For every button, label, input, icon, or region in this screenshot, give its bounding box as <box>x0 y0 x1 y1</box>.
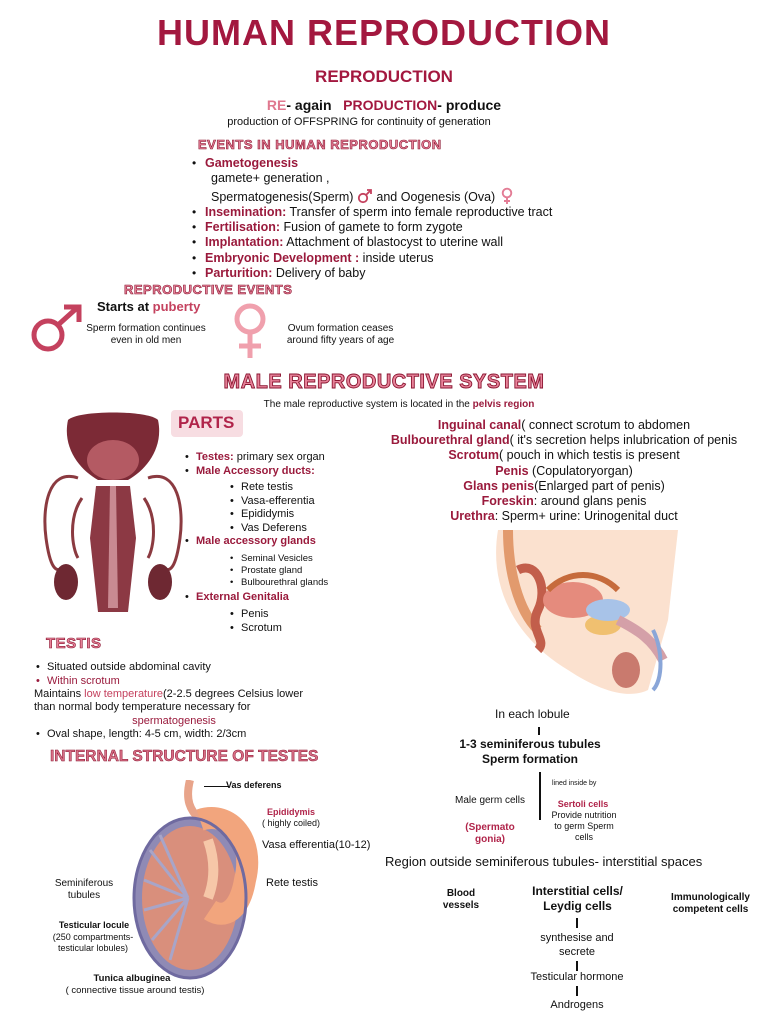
locule-note: (250 compartments- testicular lobules) <box>52 932 134 953</box>
definition-row: Urethra: Sperm+ urine: Urinogenital duct <box>450 509 678 524</box>
duct-item: Vasa-efferentia <box>228 495 373 509</box>
male-symbol-icon <box>357 188 372 203</box>
page-title: HUMAN REPRODUCTION <box>157 12 611 53</box>
locule-label: Testicular locule <box>58 920 130 930</box>
production-meaning: - produce <box>437 97 502 113</box>
genitalia-item: External Genitalia <box>183 591 373 605</box>
arrow-down-icon <box>576 961 578 971</box>
parts-label-bg <box>171 410 243 437</box>
sperm-formation: Sperm formation <box>481 752 578 766</box>
definition-row: Penis (Copulatoryorgan) <box>495 463 633 478</box>
tubules-count: 1-3 seminiferous tubules <box>459 737 601 751</box>
reproduction-heading: REPRODUCTION <box>315 67 453 86</box>
event-item: Implantation: Attachment of blastocyst t… <box>192 235 662 251</box>
arrow-down-icon <box>576 918 578 928</box>
testis-internal-diagram <box>132 780 259 980</box>
sertoli-cells: Sertoli cells <box>557 799 609 809</box>
event-item: Parturition: Delivery of baby <box>192 266 662 282</box>
testis-item: Within scrotum <box>34 675 354 689</box>
internal-structure-heading: INTERNAL STRUCTURE OF TESTES <box>50 748 319 766</box>
female-note: Ovum formation ceases around fifty years… <box>286 323 395 346</box>
reproduction-meaning: RE- again PRODUCTION- produce <box>0 97 768 113</box>
male-note: Sperm formation continues even in old me… <box>86 323 206 346</box>
male-anatomy-front-diagram <box>43 412 183 612</box>
seminiferous-label: Seminiferous tubules <box>54 878 114 901</box>
sertoli-note: Provide nutrition to germ Sperm cells <box>551 810 617 842</box>
vas-deferens-line <box>204 786 229 787</box>
in-each-lobule: In each lobule <box>495 707 570 721</box>
epididymis-label: Epididymis <box>267 807 316 817</box>
male-definitions: Inguinal canal( connect scrotum to abdom… <box>360 418 768 524</box>
synthesise-secrete: synthesise and secrete <box>540 932 614 958</box>
female-symbol-icon <box>234 303 266 358</box>
starts-at-puberty: Starts at puberty <box>97 299 201 314</box>
spermatogonia-label: (Spermato gonia) <box>465 822 515 845</box>
testis-item: Oval shape, length: 4-5 cm, width: 2/3cm <box>34 728 354 742</box>
male-system-location: The male reproductive system is located … <box>263 399 535 410</box>
epididymis-note: ( highly coiled) <box>262 818 321 828</box>
gland-item: Seminal Vesicles <box>228 553 373 565</box>
testis-details: Situated outside abdominal cavity Within… <box>34 661 354 741</box>
lobule-vertical-line <box>539 772 541 820</box>
event-item: Insemination: Transfer of sperm into fem… <box>192 205 662 221</box>
male-symbol-icon <box>31 304 82 352</box>
genitalia-sub-item: Scrotum <box>228 622 373 636</box>
reproduction-definition: production of OFFSPRING for continuity o… <box>227 116 491 128</box>
duct-item: Vas Deferens <box>228 522 373 536</box>
male-anatomy-side-diagram <box>496 530 678 694</box>
event-item: Fertilisation: Fusion of gamete to form … <box>192 220 662 236</box>
gland-item: Bulbourethral glands <box>228 577 373 589</box>
testes-item: Testes: primary sex organ <box>183 451 373 465</box>
vasa-efferentia-label: Vasa efferentia(10-12) <box>262 839 371 851</box>
testis-temp: Maintains low temperature(2-2.5 degrees … <box>34 688 304 700</box>
blood-vessels: Blood vessels <box>442 888 480 911</box>
events-heading: EVENTS IN HUMAN REPRODUCTION <box>198 137 442 153</box>
re-meaning: - again <box>286 97 332 113</box>
event-item: Embryonic Development : inside uterus <box>192 251 662 267</box>
albuginea-note: ( connective tissue around testis) <box>65 985 205 996</box>
parts-list: Testes: primary sex organ Male Accessory… <box>183 451 373 635</box>
events-list: Gametogenesis gamete+ generation , Sperm… <box>192 156 662 282</box>
definition-row: Bulbourethral gland( it's secretion help… <box>390 433 738 448</box>
duct-item: Rete testis <box>228 481 373 495</box>
albuginea-label: Tunica albuginea <box>93 973 171 984</box>
male-system-heading: MALE REPRODUCTIVE SYSTEM <box>223 371 545 394</box>
testis-temp-line2: than normal body temperature necessary f… <box>34 701 251 714</box>
gamete-line: gamete+ generation , <box>211 171 330 186</box>
arrow-down-icon <box>538 727 540 735</box>
testis-heading: TESTIS <box>46 635 102 653</box>
immuno-cells: Immunologically competent cells <box>671 892 750 915</box>
testis-spermatogenesis: spermatogenesis <box>132 714 216 727</box>
testis-item: Situated outside abdominal cavity <box>34 661 354 675</box>
re-prefix: RE <box>266 97 287 113</box>
gametogenesis-types: Spermatogenesis(Sperm) and Oogenesis (Ov… <box>205 187 662 205</box>
genitalia-sub-item: Penis <box>228 608 373 622</box>
event-gametogenesis: Gametogenesis gamete+ generation , Sperm… <box>192 156 662 205</box>
arrow-down-icon <box>576 986 578 996</box>
definition-row: Foreskin: around glans penis <box>481 494 647 509</box>
production-word: PRODUCTION <box>343 97 438 113</box>
duct-item: Epididymis <box>228 508 373 522</box>
glands-item: Male accessory glands <box>183 535 373 549</box>
ducts-item: Male Accessory ducts: <box>183 465 373 479</box>
lined-inside-label: lined inside by <box>552 780 597 787</box>
outside-region: Region outside seminiferous tubules- int… <box>385 854 703 869</box>
rete-testis-label: Rete testis <box>266 877 318 889</box>
androgens: Androgens <box>550 999 604 1011</box>
reproductive-events-heading: REPRODUCTIVE EVENTS <box>124 282 293 298</box>
male-germ-cells: Male germ cells <box>454 795 526 806</box>
gland-item: Prostate gland <box>228 565 373 577</box>
definition-row: Glans penis(Enlarged part of penis) <box>463 478 665 493</box>
leydig-cells: Interstitial cells/ Leydig cells <box>532 884 623 913</box>
definition-row: Inguinal canal( connect scrotum to abdom… <box>437 418 691 432</box>
female-symbol-icon <box>501 187 512 204</box>
definition-row: Scrotum( pouch in which testis is presen… <box>448 448 680 463</box>
vas-deferens-label: Vas deferens <box>226 780 282 790</box>
testicular-hormone: Testicular hormone <box>530 971 624 983</box>
parts-label: PARTS <box>178 413 235 432</box>
